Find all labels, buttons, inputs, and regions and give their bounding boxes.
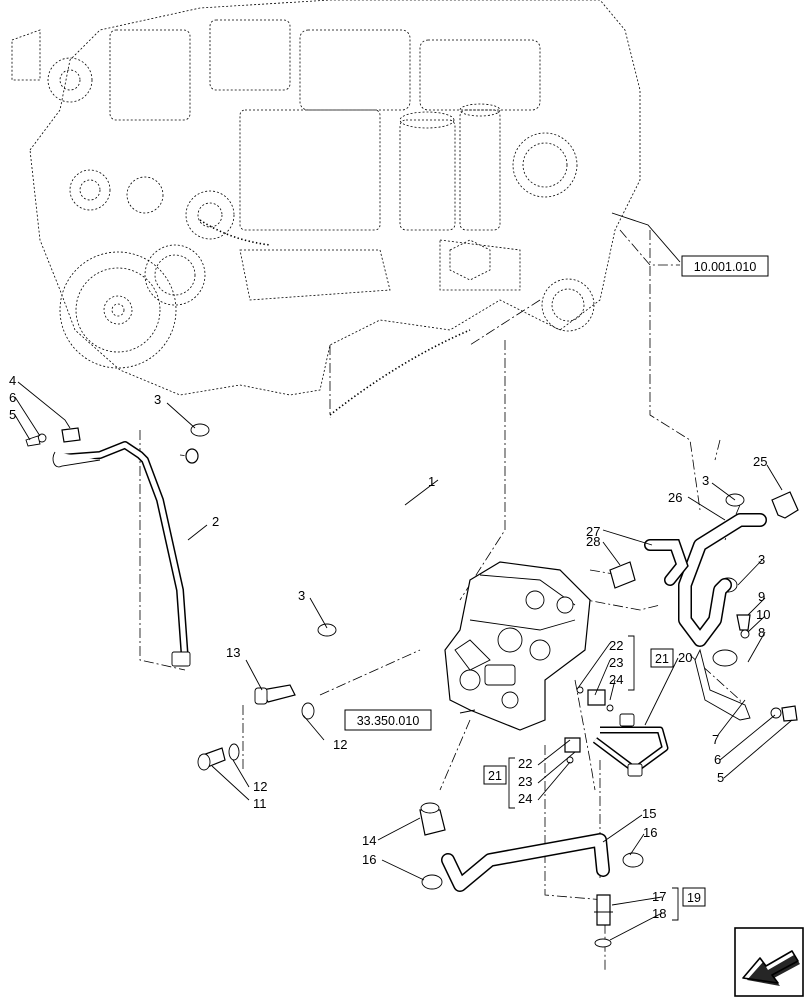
callout-6: 6 [714,752,721,767]
compressor-reference[interactable]: 33.350.010 [344,709,432,731]
callout-9: 9 [758,589,765,604]
fitting-part-14 [419,802,446,836]
callout-10: 10 [756,607,770,622]
callout-23: 23 [518,774,532,789]
callout-22: 22 [609,638,623,653]
fitting-part-27 [609,561,636,589]
callout-2: 2 [212,514,219,529]
callout-13: 13 [226,645,240,660]
bolt-parts-5-6-right [770,705,798,722]
arrow-left-icon[interactable] [734,927,804,997]
callout-8: 8 [758,625,765,640]
fitting-part-13 [254,684,296,705]
fitting-part-17 [594,894,613,926]
group-19: 19 [672,887,706,921]
group-19-label: 19 [687,891,701,905]
group-21-upper: 21 [628,635,674,691]
callouts: 1 2 3 3 3 3 4 5 6 25 26 28 27 9 10 8 7 6… [9,373,770,921]
elbow-part-25 [771,491,799,519]
bolt-parts-4-5-6 [25,427,81,447]
callout-25: 25 [753,454,767,469]
callout-14: 14 [362,833,376,848]
callout-24: 24 [518,791,532,806]
engine-reference-label: 10.001.010 [694,260,757,274]
fitting-parts-22-24 [564,686,614,764]
callout-3: 3 [758,552,765,567]
plug-part-11 [197,747,226,771]
pipe-part-2 [52,441,191,667]
engine-reference[interactable]: 10.001.010 [681,255,769,277]
callout-12: 12 [333,737,347,752]
engine-illustration [11,0,641,416]
callout-28: 28 [586,534,600,549]
pipe-part-20 [592,713,669,777]
group-21-lower: 21 [483,757,515,809]
leader-lines [14,212,793,941]
hose-part-15 [441,833,610,892]
callout-4: 4 [9,373,16,388]
seal-ring-part-18 [594,938,612,948]
callout-24: 24 [609,672,623,687]
group-21-upper-label: 21 [655,652,669,666]
compressor-reference-label: 33.350.010 [357,714,420,728]
callout-3: 3 [298,588,305,603]
air-compressor [444,561,591,731]
callout-5: 5 [9,407,16,422]
callout-26: 26 [668,490,682,505]
callout-22: 22 [518,756,532,771]
callout-15: 15 [642,806,656,821]
callout-7: 7 [712,732,719,747]
group-21-lower-label: 21 [488,769,502,783]
callout-3: 3 [154,392,161,407]
callout-16: 16 [643,825,657,840]
callout-5: 5 [717,770,724,785]
clamp-part-16 [421,852,644,890]
callout-17: 17 [652,889,666,904]
callout-16: 16 [362,852,376,867]
callout-3: 3 [702,473,709,488]
elbow-part-28 [644,539,689,586]
bracket-part-7 [694,648,751,721]
callout-18: 18 [652,906,666,921]
seal-ring-part-12 [228,702,315,761]
hose-part-26 [678,513,767,647]
callout-27: 27 [586,524,600,539]
callout-11: 11 [253,796,267,811]
callout-20: 20 [678,650,692,665]
callout-1: 1 [428,474,435,489]
callout-6: 6 [9,390,16,405]
bolt-part-9 [736,614,751,639]
callout-12: 12 [253,779,267,794]
callout-23: 23 [609,655,623,670]
hose-part-1 [184,404,426,671]
